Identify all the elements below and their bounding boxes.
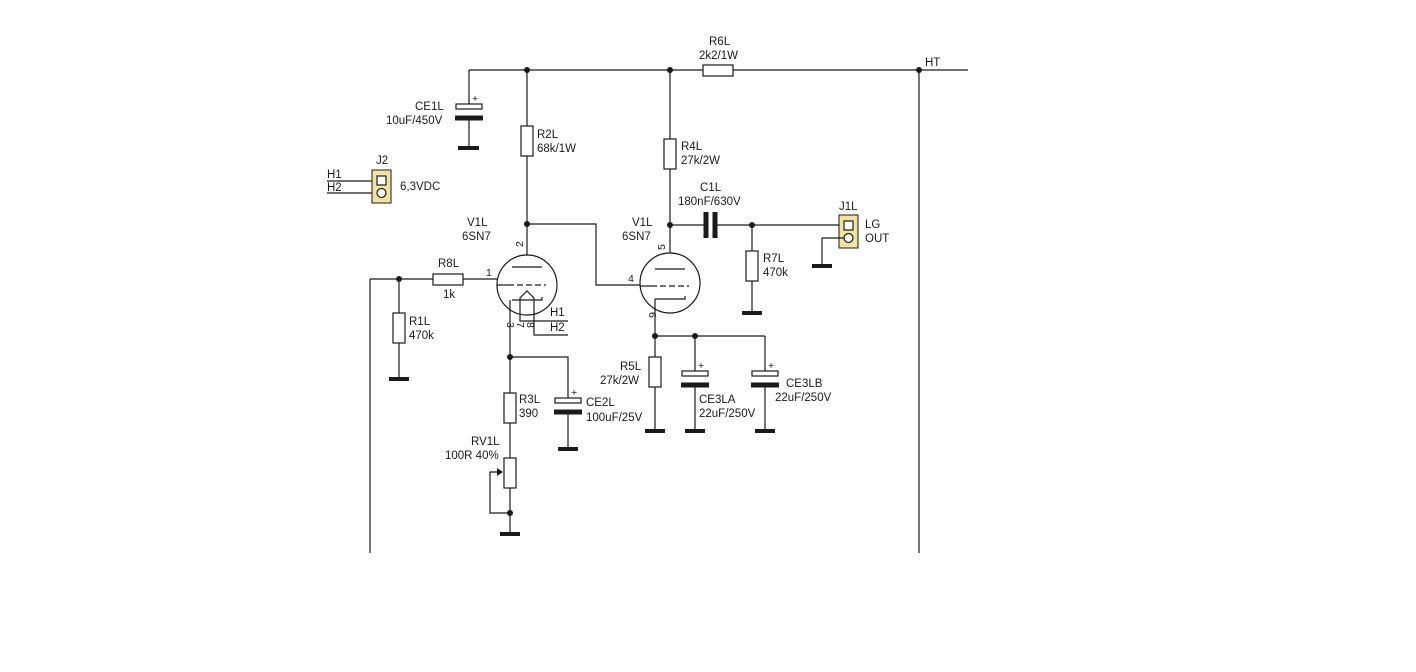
j1l-ref: J1L [839, 201, 858, 213]
j2-ref: J2 [376, 155, 388, 167]
ce3la-ref: CE3LA [699, 394, 736, 406]
r6l-value: 2k2/1W [699, 50, 738, 62]
v1l-b-value: 6SN7 [622, 231, 651, 243]
ce1l-polarity: + [472, 93, 478, 105]
ce3lb-polarity: + [768, 360, 774, 372]
j2-h2-label: H2 [327, 182, 342, 194]
ce3la-value: 22uF/250V [699, 408, 756, 420]
resistor-r3l: R3L 390 [503, 392, 541, 458]
cathode-bus-1 [507, 318, 569, 398]
resistor-r1l: R1L 470k [389, 279, 434, 381]
rv1l-ref: RV1L [471, 436, 500, 448]
r1l-ref: R1L [409, 316, 431, 328]
tube-v1l-second-triode: 4 5 6 V1L 6SN7 [622, 217, 701, 336]
resistor-r4l: R4L 27k/2W [663, 70, 720, 258]
j2-h1-label: H1 [327, 169, 342, 181]
v1l-heater-h1: H1 [550, 307, 565, 319]
ce2l-value: 100uF/25V [586, 412, 643, 424]
c1l-ref: C1L [700, 182, 722, 194]
ce3lb-value: 22uF/250V [775, 392, 832, 404]
resistor-r5l: R5L 27k/2W [600, 336, 665, 433]
ht-label: HT [925, 57, 940, 69]
r6l-ref: R6L [709, 36, 731, 48]
r3l-value: 390 [519, 408, 538, 420]
tube-v1l-first-triode: 1 2 3 7 8 V1L 6SN7 H1 H2 [462, 217, 568, 336]
ce1l-ref: CE1L [415, 101, 444, 113]
v1l-pin-1: 1 [486, 267, 492, 279]
potentiometer-rv1l: RV1L 100R 40% [445, 436, 520, 536]
r7l-ref: R7L [763, 253, 785, 265]
ce1l-value: 10uF/450V [386, 115, 443, 127]
r2l-value: 68k/1W [537, 143, 576, 155]
r4l-value: 27k/2W [681, 155, 720, 167]
ce2l-ref: CE2L [586, 397, 615, 409]
v1l-a-ref: V1L [467, 217, 488, 229]
r4l-ref: R4L [681, 141, 703, 153]
v1l-pin-4: 4 [628, 273, 634, 285]
r3l-ref: R3L [519, 394, 541, 406]
v1l-b-ref: V1L [632, 217, 653, 229]
cathode-bus-2 [652, 333, 765, 339]
capacitor-ce2l: + CE2L 100uF/25V [554, 387, 643, 451]
r8l-value: 1k [443, 289, 455, 301]
j1l-value-line2: OUT [865, 233, 889, 245]
r2l-ref: R2L [537, 129, 559, 141]
capacitor-ce3lb: + CE3LB 22uF/250V [751, 336, 832, 433]
ce2l-polarity: + [571, 387, 577, 399]
capacitor-ce3la: + CE3LA 22uF/250V [681, 336, 756, 433]
r7l-value: 470k [763, 267, 788, 279]
interstage-wire [527, 223, 640, 286]
v1l-pin-2: 2 [514, 241, 526, 247]
v1l-a-value: 6SN7 [462, 231, 491, 243]
r1l-value: 470k [409, 330, 434, 342]
connector-j2: J2 6,3VDC H1 H2 [327, 155, 440, 204]
ce3lb-ref: CE3LB [786, 378, 823, 390]
v1l-pin-6: 6 [646, 312, 658, 318]
c1l-value: 180nF/630V [678, 196, 741, 208]
connector-j1l: J1L LG OUT [812, 201, 889, 268]
r5l-value: 27k/2W [600, 375, 639, 387]
ce3la-polarity: + [698, 360, 704, 372]
r5l-ref: R5L [620, 361, 642, 373]
rv1l-value: 100R 40% [445, 450, 499, 462]
j1l-value-line1: LG [865, 219, 880, 231]
v1l-pin-7: 7 [514, 322, 526, 328]
ht-rail: HT [469, 57, 968, 553]
j2-value: 6,3VDC [400, 181, 440, 193]
resistor-r8l: R8L 1k [369, 258, 497, 553]
v1l-pin-5: 5 [656, 244, 668, 250]
resistor-r2l: R2L 68k/1W [520, 70, 576, 255]
v1l-pin-8: 8 [524, 322, 536, 328]
resistor-r7l: R7L 470k [742, 225, 788, 315]
resistor-r6l: R6L 2k2/1W [699, 36, 738, 77]
capacitor-ce1l: + CE1L 10uF/450V [386, 70, 483, 150]
r8l-ref: R8L [438, 258, 460, 270]
v1l-heater-h2: H2 [550, 322, 565, 334]
capacitor-c1l: C1L 180nF/630V [670, 182, 843, 238]
